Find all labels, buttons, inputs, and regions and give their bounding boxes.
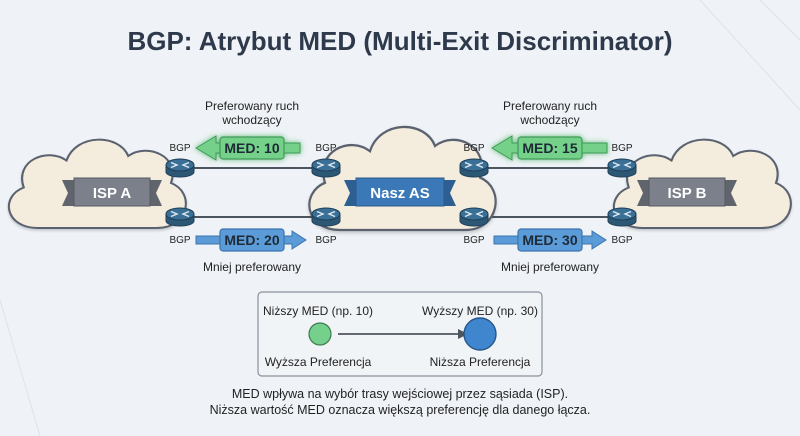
med-arrow-a-top: MED: 10 bbox=[195, 135, 301, 161]
page-title: BGP: Atrybut MED (Multi-Exit Discriminat… bbox=[127, 26, 672, 56]
router-icon bbox=[316, 161, 336, 169]
footer-line-1: MED wpływa na wybór trasy wejściowej prz… bbox=[232, 387, 568, 401]
router-our-as-right-top bbox=[459, 158, 489, 178]
router-icon bbox=[316, 210, 336, 218]
link-lines bbox=[180, 167, 620, 218]
bgp-label-as-right-top: BGP bbox=[463, 143, 484, 154]
banner-isp-b: ISP B bbox=[637, 177, 737, 207]
routers bbox=[165, 158, 637, 227]
legend-high-circle bbox=[463, 317, 497, 351]
bgp-label-as-left-bottom: BGP bbox=[315, 235, 336, 246]
bgp-label-a-top: BGP bbox=[169, 143, 190, 154]
bgp-label-a-bottom: BGP bbox=[169, 235, 190, 246]
caption-b-bottom: Mniej preferowany bbox=[501, 260, 599, 274]
med-arrow-a-bottom: MED: 20 bbox=[195, 228, 307, 252]
banner-our-as: Nasz AS bbox=[344, 177, 456, 207]
router-our-as-left-top bbox=[311, 158, 341, 178]
router-icon bbox=[612, 161, 632, 169]
router-icon bbox=[464, 161, 484, 169]
legend-low-caption: Wyższa Preferencja bbox=[265, 355, 372, 369]
router-icon bbox=[612, 210, 632, 218]
legend-high-title: Wyższy MED (np. 30) bbox=[422, 304, 538, 318]
caption-a-bottom: Mniej preferowany bbox=[203, 260, 301, 274]
isp-a-label: ISP A bbox=[93, 185, 132, 202]
router-isp-b-top bbox=[607, 158, 637, 178]
med-label-b-bottom: MED: 30 bbox=[522, 232, 577, 248]
legend: Niższy MED (np. 10) Wyższy MED (np. 30) … bbox=[257, 291, 543, 377]
banner-isp-a: ISP A bbox=[62, 177, 162, 207]
router-isp-a-top bbox=[165, 158, 195, 178]
caption-a-top-line1: Preferowany ruch bbox=[205, 99, 299, 113]
med-label-a-top: MED: 10 bbox=[224, 140, 279, 156]
our-as-label: Nasz AS bbox=[370, 185, 429, 202]
router-our-as-left-bottom bbox=[311, 207, 341, 227]
legend-low-title: Niższy MED (np. 10) bbox=[263, 304, 373, 318]
caption-b-top-line1: Preferowany ruch bbox=[503, 99, 597, 113]
bgp-label-b-top: BGP bbox=[611, 143, 632, 154]
med-label-b-top: MED: 15 bbox=[522, 140, 577, 156]
router-our-as-right-bottom bbox=[459, 207, 489, 227]
legend-low-circle bbox=[308, 322, 332, 346]
caption-b-top-line2: wchodzący bbox=[519, 113, 579, 127]
bgp-label-as-left-top: BGP bbox=[315, 143, 336, 154]
legend-high-caption: Niższa Preferencja bbox=[430, 355, 531, 369]
bgp-label-b-bottom: BGP bbox=[611, 235, 632, 246]
router-icon bbox=[170, 161, 190, 169]
router-icon bbox=[170, 210, 190, 218]
router-isp-b-bottom bbox=[607, 207, 637, 227]
arrow-right-icon bbox=[458, 329, 468, 339]
bgp-label-as-right-bottom: BGP bbox=[463, 235, 484, 246]
med-label-a-bottom: MED: 20 bbox=[224, 232, 279, 248]
router-labels: BGP BGP BGP BGP BGP BGP BGP BGP bbox=[169, 143, 632, 246]
isp-b-label: ISP B bbox=[668, 185, 707, 202]
med-arrow-b-top: MED: 15 bbox=[491, 135, 608, 161]
router-isp-a-bottom bbox=[165, 207, 195, 227]
footer-line-2: Niższa wartość MED oznacza większą prefe… bbox=[210, 403, 591, 417]
med-arrow-b-bottom: MED: 30 bbox=[493, 228, 607, 252]
router-icon bbox=[464, 210, 484, 218]
caption-a-top-line2: wchodzący bbox=[221, 113, 281, 127]
